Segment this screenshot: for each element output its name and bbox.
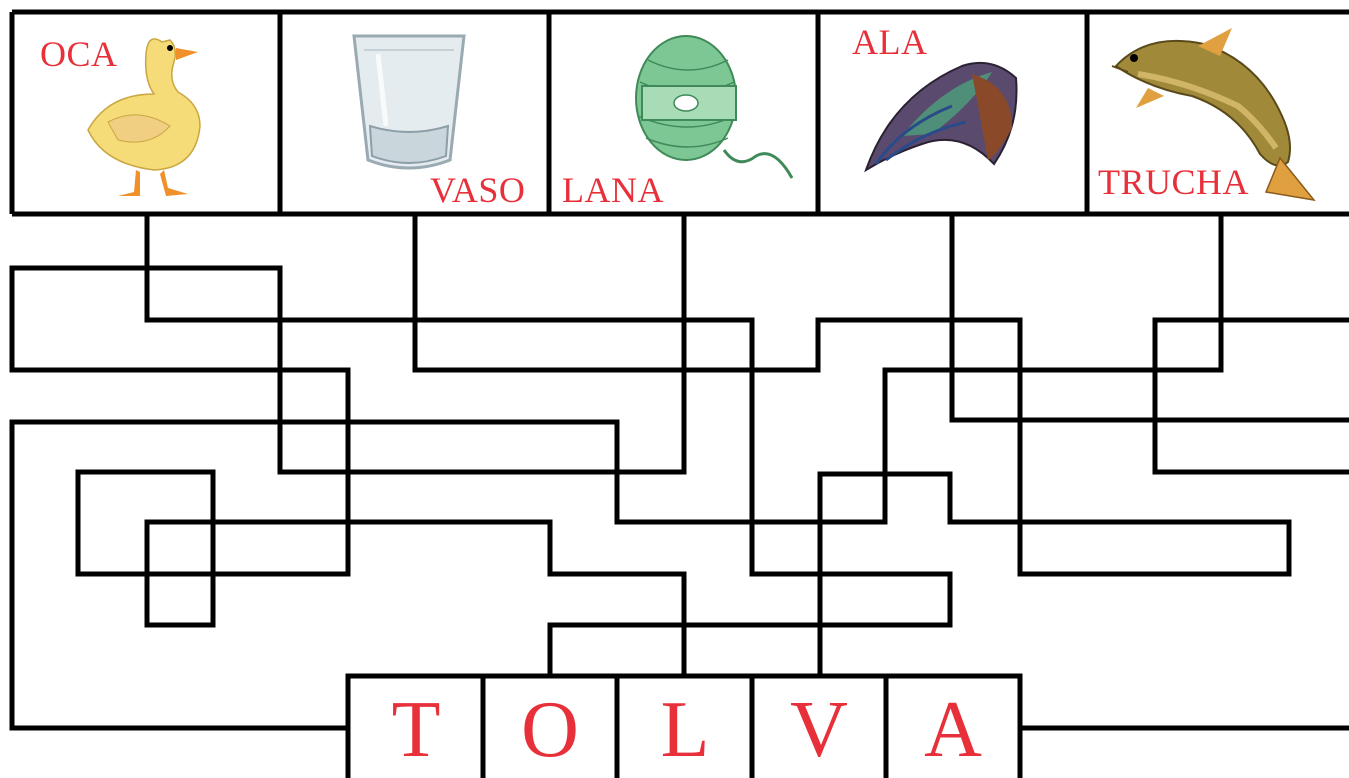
- answer-letter: V: [790, 686, 848, 774]
- glass-icon: [352, 34, 466, 170]
- duck-icon: [87, 38, 201, 196]
- maze-path: [9, 211, 1224, 731]
- answer-letter: O: [521, 686, 579, 774]
- answer-letter: T: [391, 686, 441, 774]
- maze-path: [1152, 317, 1349, 475]
- picture-label-oca: OCA: [40, 34, 118, 74]
- answer-letter: A: [924, 686, 982, 774]
- yarn-ball-icon: [635, 35, 794, 179]
- maze-path: [9, 211, 687, 679]
- picture-frame: [9, 9, 1349, 217]
- maze-paths: [9, 211, 1349, 731]
- trout-icon: [1111, 28, 1316, 202]
- maze-path: [949, 211, 1349, 423]
- picture-label-lana: LANA: [562, 170, 664, 210]
- picture-label-trucha: TRUCHA: [1098, 162, 1250, 202]
- maze-path: [144, 211, 953, 679]
- picture-label-vaso: VASO: [430, 170, 526, 210]
- answer-boxes: [345, 673, 1023, 778]
- picture-label-ala: ALA: [852, 22, 928, 62]
- answer-letter: L: [660, 686, 710, 774]
- maze-path: [412, 211, 1292, 679]
- wing-icon: [864, 62, 1018, 173]
